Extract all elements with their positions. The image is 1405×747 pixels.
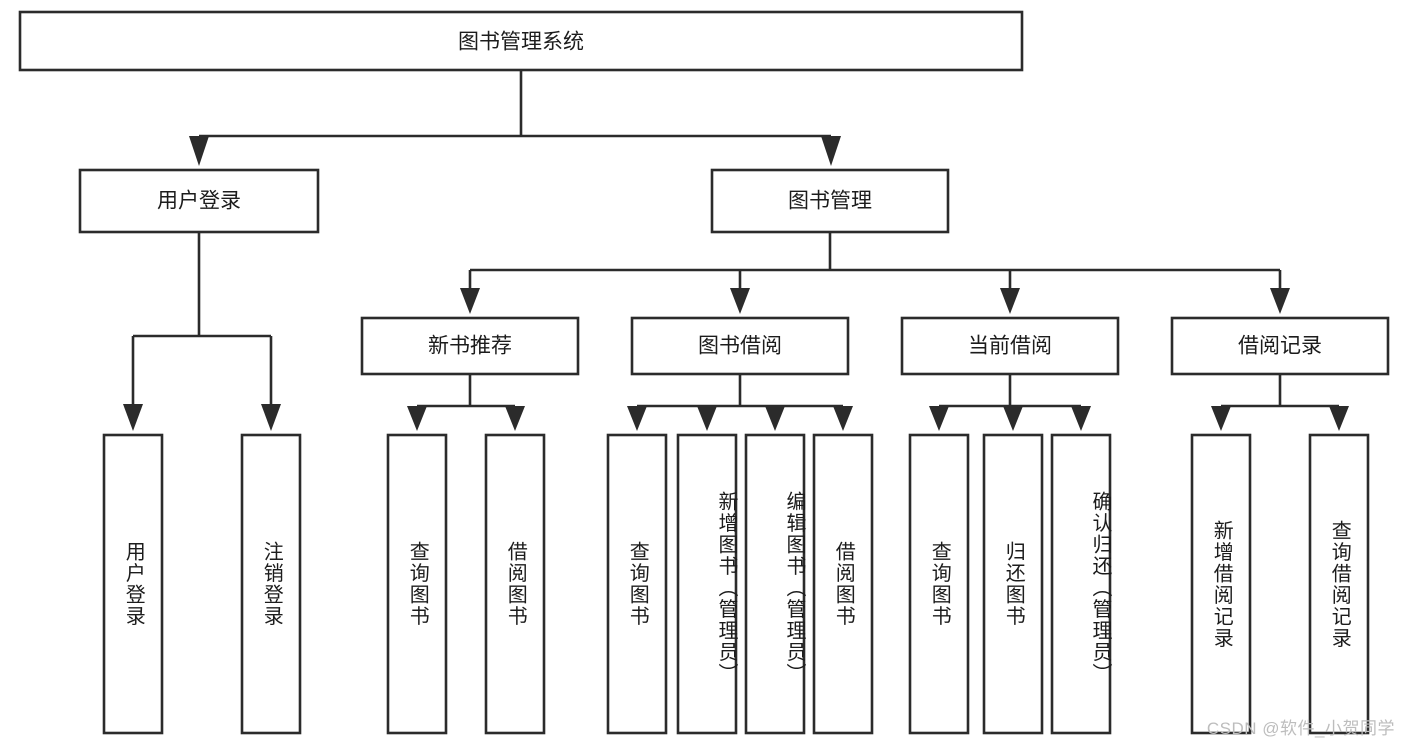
arrow-head-leaf-borrow-book-1 xyxy=(505,406,525,431)
connector-group-user-login xyxy=(123,232,281,431)
connector-group-new-book-recommend xyxy=(407,374,525,431)
node-borrow-record-box[interactable] xyxy=(1170,316,1390,376)
leaf-edit-book-admin-box[interactable] xyxy=(744,433,806,735)
arrow-head-leaf-return-book xyxy=(1003,406,1023,431)
arrow-head-root-to-user-login xyxy=(189,136,209,166)
leaf-return-book-box[interactable] xyxy=(982,433,1044,735)
node-book-borrow[interactable]: 图书借阅 xyxy=(630,316,850,376)
node-user-login-label: 用户登录 xyxy=(157,190,241,213)
leaf-borrow-book-1-box[interactable] xyxy=(484,433,546,735)
arrow-head-new-book-recommend xyxy=(460,288,480,314)
connector-group-book-borrow xyxy=(627,374,853,431)
connector-group-borrow-record xyxy=(1211,374,1349,431)
leaf-boxes-group xyxy=(102,433,1370,735)
arrow-head-leaf-logout-login xyxy=(261,404,281,431)
node-new-book-recommend-box[interactable] xyxy=(360,316,580,376)
node-borrow-record[interactable]: 借阅记录 xyxy=(1170,316,1390,376)
arrow-head-leaf-query-book-2 xyxy=(627,406,647,431)
arrow-head-leaf-user-login xyxy=(123,404,143,431)
leaf-query-book-2-box[interactable] xyxy=(606,433,668,735)
leaf-query-book-1-box[interactable] xyxy=(386,433,448,735)
leaf-confirm-return-admin-box[interactable] xyxy=(1050,433,1112,735)
node-root-box[interactable] xyxy=(18,10,1024,72)
connector-group-root xyxy=(189,70,841,166)
arrow-head-leaf-query-book-1 xyxy=(407,406,427,431)
node-new-book-recommend-label: 新书推荐 xyxy=(428,335,512,358)
leaf-query-borrow-record-box[interactable] xyxy=(1308,433,1370,735)
leaf-add-borrow-record-box[interactable] xyxy=(1190,433,1252,735)
node-current-borrow-label: 当前借阅 xyxy=(968,335,1052,358)
leaf-logout-login-box[interactable] xyxy=(240,433,302,735)
node-user-login-box[interactable] xyxy=(78,168,320,234)
arrow-head-leaf-borrow-book-2 xyxy=(833,406,853,431)
node-current-borrow-box[interactable] xyxy=(900,316,1120,376)
arrow-head-current-borrow xyxy=(1000,288,1020,314)
node-current-borrow[interactable]: 当前借阅 xyxy=(900,316,1120,376)
arrow-head-borrow-record xyxy=(1270,288,1290,314)
node-borrow-record-label: 借阅记录 xyxy=(1238,335,1322,358)
arrow-head-leaf-query-book-3 xyxy=(929,406,949,431)
node-book-borrow-box[interactable] xyxy=(630,316,850,376)
arrow-head-leaf-add-book-admin xyxy=(697,406,717,431)
connector-group-book-manage xyxy=(460,232,1290,314)
node-book-manage-box[interactable] xyxy=(710,168,950,234)
node-root-label: 图书管理系统 xyxy=(458,31,584,54)
arrow-head-leaf-confirm-return-admin xyxy=(1071,406,1091,431)
leaf-add-book-admin-box[interactable] xyxy=(676,433,738,735)
arrow-head-leaf-edit-book-admin xyxy=(765,406,785,431)
node-user-login[interactable]: 用户登录 xyxy=(78,168,320,234)
arrow-head-book-borrow xyxy=(730,288,750,314)
leaf-borrow-book-2-box[interactable] xyxy=(812,433,874,735)
arrow-head-leaf-query-borrow-record xyxy=(1329,406,1349,431)
connector-group-current-borrow xyxy=(929,374,1091,431)
node-root[interactable]: 图书管理系统 xyxy=(18,10,1024,72)
node-book-manage-label: 图书管理 xyxy=(788,190,872,213)
watermark-text: CSDN @软件_小贺同学 xyxy=(1206,719,1395,738)
arrow-head-leaf-add-borrow-record xyxy=(1211,406,1231,431)
leaf-user-login-box[interactable] xyxy=(102,433,164,735)
leaf-query-book-3-box[interactable] xyxy=(908,433,970,735)
arrow-head-root-to-book-manage xyxy=(821,136,841,166)
node-new-book-recommend[interactable]: 新书推荐 xyxy=(360,316,580,376)
node-book-manage[interactable]: 图书管理 xyxy=(710,168,950,234)
node-book-borrow-label: 图书借阅 xyxy=(698,335,782,358)
